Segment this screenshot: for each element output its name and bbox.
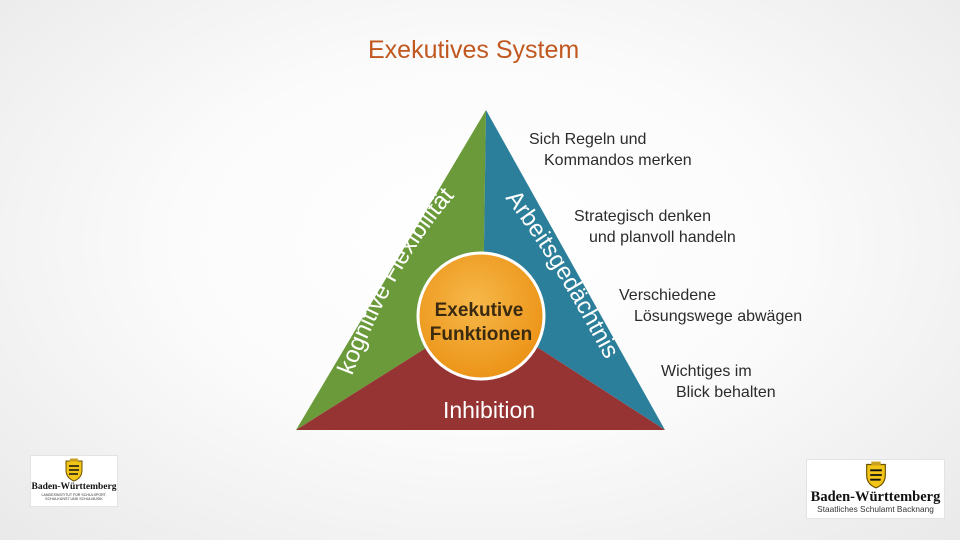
logo-left-subline: SCHULKUNST UND SCHULMUSIK [45, 497, 103, 502]
note-line: Sich Regeln und [529, 131, 647, 148]
segment-working-memory [483, 110, 665, 430]
bottom-segment-label: Inhibition [443, 397, 535, 423]
coat-of-arms-icon [65, 458, 83, 482]
note-remember-rules: Sich Regeln und Kommandos merken [529, 129, 692, 171]
note-line: Blick behalten [676, 384, 776, 401]
note-line: Wichtiges im [661, 363, 752, 380]
note-line: Verschiedene [619, 287, 716, 304]
center-circle [416, 251, 546, 381]
center-label-line1: Exekutive [435, 300, 524, 321]
note-strategic-thinking: Strategisch denken und planvoll handeln [574, 206, 736, 248]
note-line: Strategisch denken [574, 208, 711, 225]
center-label-line2: Funktionen [430, 324, 532, 345]
note-line: und planvoll handeln [589, 229, 736, 246]
note-line: Kommandos merken [544, 152, 692, 169]
logo-left-name: Baden-Württemberg [31, 482, 117, 492]
note-keep-focus: Wichtiges im Blick behalten [661, 361, 776, 403]
coat-of-arms-icon [865, 461, 886, 489]
logo-right-subline: Staatliches Schulamt Backnang [817, 504, 934, 514]
logo-left-subline: LANDESINSTITUT FÜR SCHULSPORT, [41, 493, 107, 497]
slide-title: Exekutives System [368, 36, 580, 64]
logo-right-name: Baden-Württemberg [810, 489, 941, 505]
segment-cognitive-flexibility [296, 110, 486, 430]
note-weigh-solutions: Verschiedene Lösungswege abwägen [619, 285, 802, 327]
note-line: Lösungswege abwägen [634, 308, 803, 325]
logo-right: Baden-Württemberg Staatliches Schulamt B… [806, 459, 945, 519]
logo-left: Baden-Württemberg LANDESINSTITUT FÜR SCH… [30, 455, 118, 507]
